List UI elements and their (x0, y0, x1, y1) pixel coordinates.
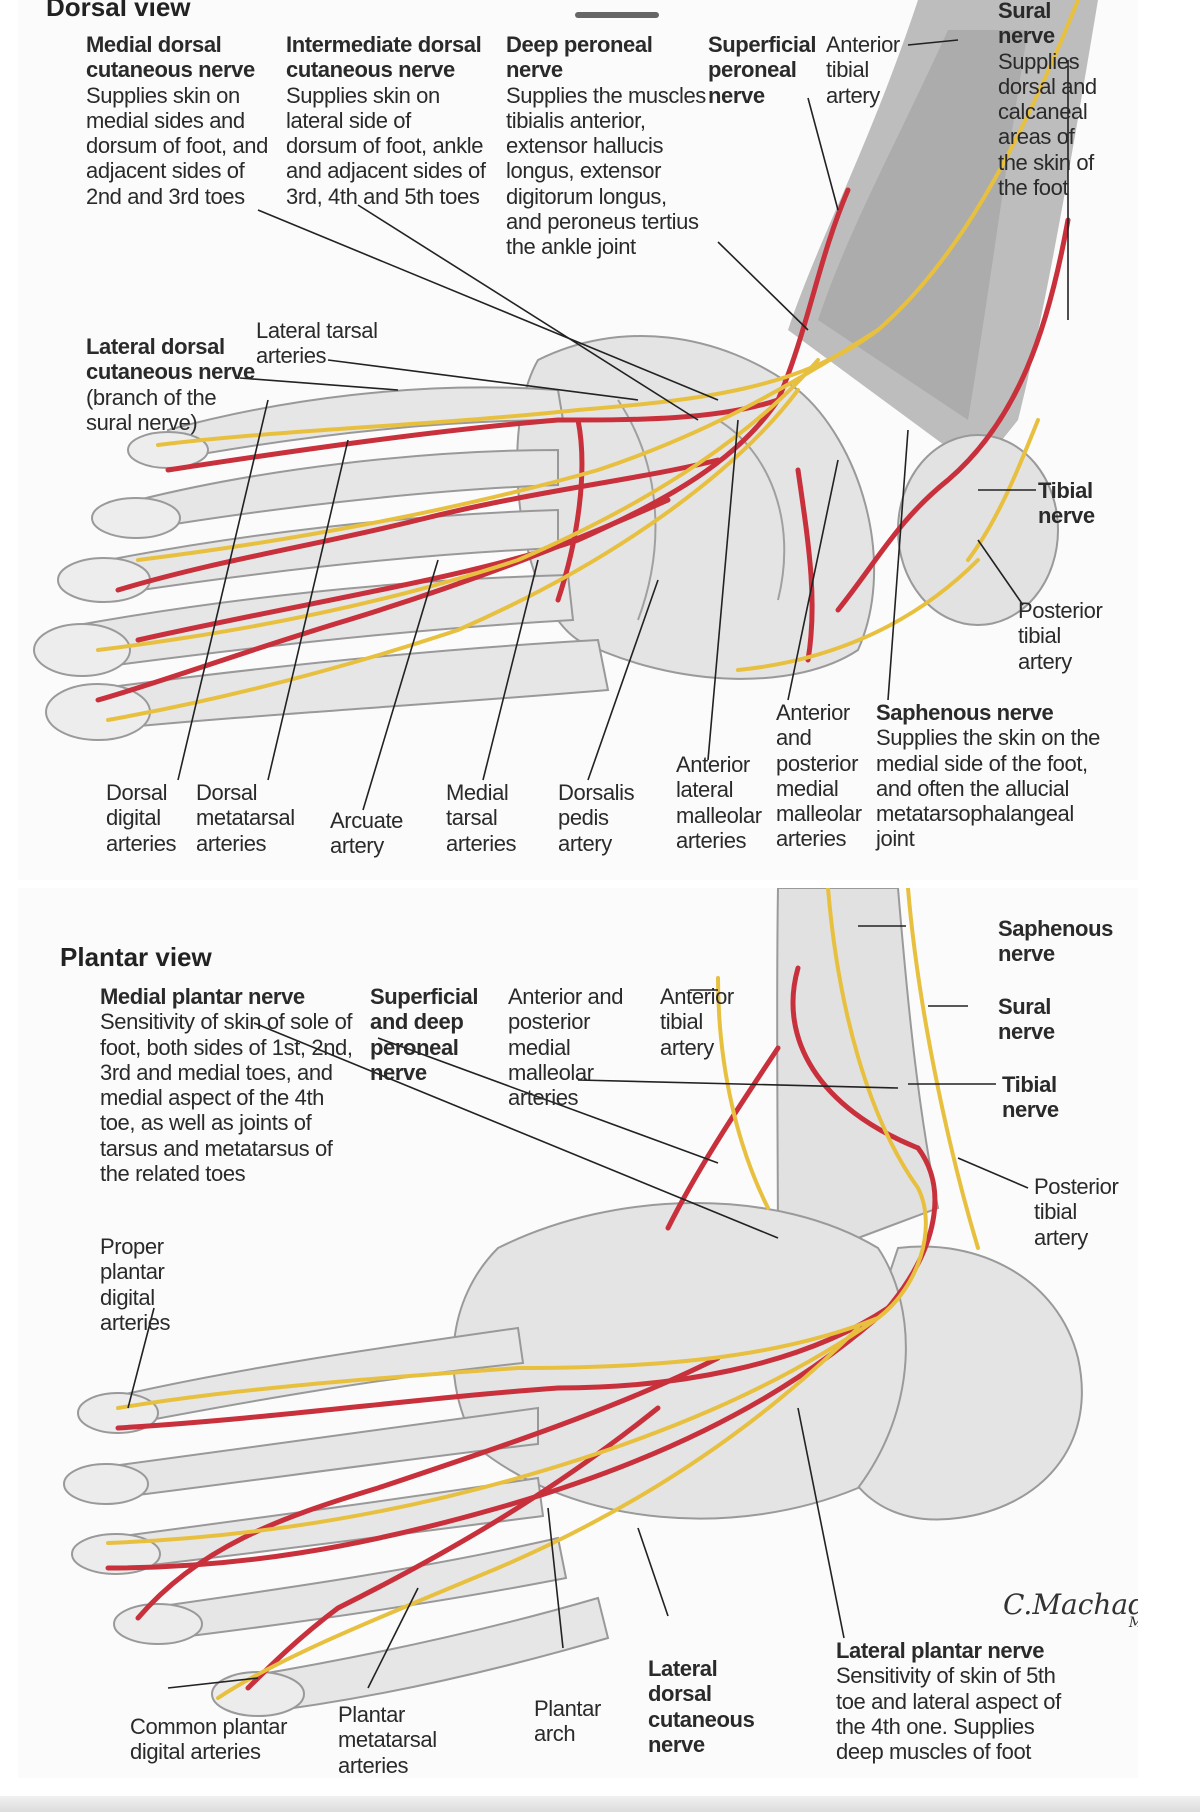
dorsal-view-panel: Dorsal view (18, 0, 1138, 880)
label-dorsal-metatarsal-arteries: Dorsal metatarsal arteries (196, 780, 295, 856)
illustrator-signature: C.Machado M.D. (1003, 1588, 1138, 1631)
dorsal-tarsal-bones (516, 335, 876, 680)
label-posterior-tibial-artery-plantar: Posterior tibial artery (1034, 1174, 1119, 1250)
label-ant-post-medial-malleolar-arteries-plantar: Anterior and posterior medial malleolar … (508, 984, 624, 1111)
plantar-view-title: Plantar view (60, 942, 212, 972)
dorsal-foot-illustration (33, 0, 1098, 811)
plantar-leader-lines (127, 925, 1029, 1689)
label-sural-nerve-plantar: Sural nerve (998, 994, 1055, 1045)
plantar-arteries (105, 965, 938, 1691)
label-common-plantar-digital-arteries: Common plantar digital arteries (130, 1714, 288, 1765)
label-posterior-tibial-artery: Posterior tibial artery (1018, 598, 1103, 674)
label-proper-plantar-digital-arteries: Proper plantar digital arteries (100, 1234, 171, 1335)
label-tibial-nerve-plantar: Tibial nerve (1002, 1072, 1059, 1123)
label-lateral-plantar-nerve: Lateral plantar nerve Sensitivity of ski… (836, 1638, 1061, 1765)
label-anterior-tibial-artery: Anterior tibial artery (826, 32, 900, 108)
label-dorsal-digital-arteries: Dorsal digital arteries (106, 780, 177, 856)
plantar-foot-illustration (63, 888, 1083, 1717)
label-ant-post-medial-malleolar-arteries: Anterior and posterior medial malleolar … (776, 700, 862, 852)
label-tibial-nerve: Tibial nerve (1038, 478, 1095, 529)
label-lateral-dorsal-cutaneous-nerve-plantar: Lateral dorsal cutaneous nerve (648, 1656, 755, 1757)
bottom-strip (0, 1796, 1200, 1812)
dorsal-calcaneus (897, 434, 1059, 626)
label-saphenous-nerve-plantar: Saphenous nerve (998, 916, 1113, 967)
label-dorsalis-pedis-artery: Dorsalis pedis artery (558, 780, 635, 856)
dorsal-arteries (95, 187, 1071, 703)
dorsal-nerves (96, 0, 1080, 722)
plantar-toes (63, 1392, 305, 1717)
drag-handle[interactable] (575, 12, 659, 18)
label-medial-tarsal-arteries: Medial tarsal arteries (446, 780, 517, 856)
label-sural-nerve: Sural nerve Supplies dorsal and calcanea… (998, 0, 1097, 201)
label-lateral-tarsal-arteries: Lateral tarsal arteries (256, 318, 378, 369)
label-saphenous-nerve: Saphenous nerve Supplies the skin on the… (876, 700, 1100, 852)
label-deep-peroneal-nerve: Deep peroneal nerve Supplies the muscles… (506, 32, 706, 260)
dorsal-leader-lines (177, 39, 1069, 811)
label-intermediate-dorsal-cutaneous-nerve: Intermediate dorsal cutaneous nerve Supp… (286, 32, 486, 209)
label-medial-plantar-nerve: Medial plantar nerve Sensitivity of skin… (100, 984, 353, 1187)
label-arcuate-artery: Arcuate artery (330, 808, 404, 859)
label-medial-dorsal-cutaneous-nerve: Medial dorsal cutaneous nerve Supplies s… (86, 32, 268, 209)
plantar-nerves (106, 888, 980, 1700)
label-superficial-peroneal-nerve: Superficial peroneal nerve (708, 32, 817, 108)
label-anterior-lateral-malleolar-arteries: Anterior lateral malleolar arteries (676, 752, 762, 853)
label-lateral-dorsal-cutaneous-nerve: Lateral dorsal cutaneous nerve (branch o… (86, 334, 255, 435)
dorsal-tibia-shadow (818, 30, 1028, 420)
label-plantar-arch: Plantar arch (534, 1696, 601, 1747)
dorsal-view-title: Dorsal view (46, 0, 191, 22)
label-superficial-deep-peroneal-nerve: Superficial and deep peroneal nerve (370, 984, 479, 1085)
label-anterior-tibial-artery-plantar: Anterior tibial artery (660, 984, 734, 1060)
label-plantar-metatarsal-arteries: Plantar metatarsal arteries (338, 1702, 437, 1778)
plantar-view-panel: Plantar view (18, 888, 1138, 1778)
